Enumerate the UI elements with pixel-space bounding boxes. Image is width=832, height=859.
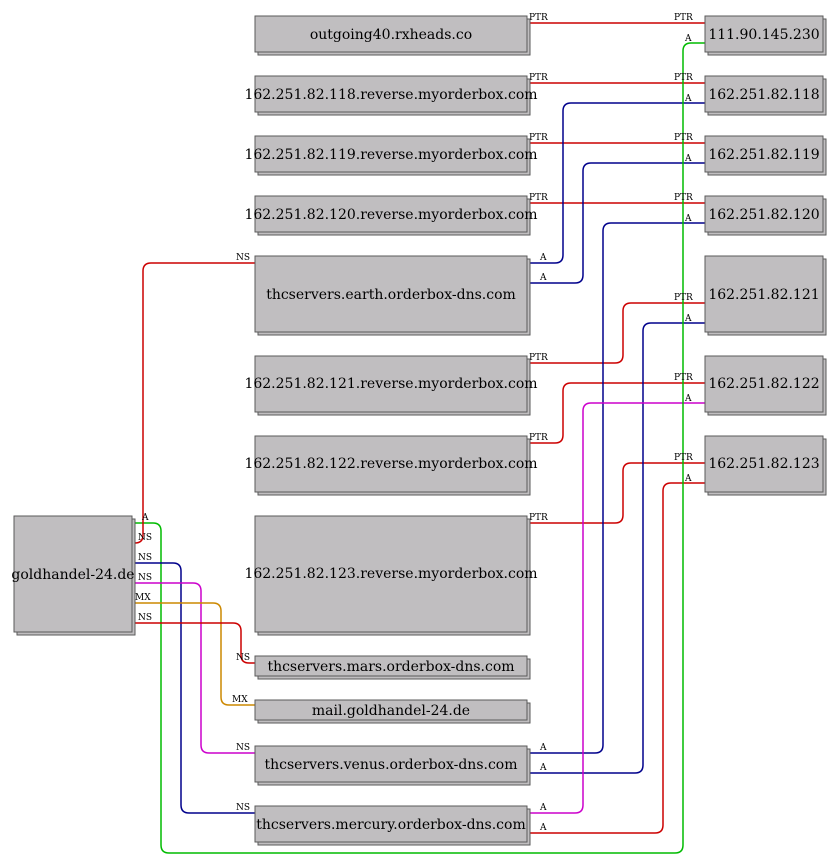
node-rev122[interactable]: 162.251.82.122.reverse.myorderbox.com — [244, 435, 538, 496]
label-ptr-rev120-dst: PTR — [674, 193, 693, 203]
label-ns-mars: NS — [236, 653, 250, 663]
node-rev119[interactable]: 162.251.82.119.reverse.myorderbox.com — [244, 135, 538, 176]
label-ptr-121-dst: PTR — [674, 293, 693, 303]
label-a-123: A — [684, 474, 692, 484]
svg-text:thcservers.earth.orderbox-dns.: thcservers.earth.orderbox-dns.com — [266, 287, 516, 303]
node-ip122[interactable]: 162.251.82.122 — [704, 355, 827, 416]
label-ptr-rev119-src: PTR — [529, 133, 548, 143]
node-ip119[interactable]: 162.251.82.119 — [704, 135, 827, 176]
label-a-120: A — [684, 214, 692, 224]
edge-a-goldhandel-230 — [133, 42, 705, 854]
edge-ptr-rev121 — [528, 302, 705, 364]
svg-text:162.251.82.119.reverse.myorder: 162.251.82.119.reverse.myorderbox.com — [244, 147, 537, 163]
svg-text:111.90.145.230: 111.90.145.230 — [708, 27, 819, 43]
label-ptr-rev122-src: PTR — [529, 433, 548, 443]
node-ip120[interactable]: 162.251.82.120 — [704, 195, 827, 236]
edge-a-earth-119 — [528, 162, 705, 284]
svg-text:goldhandel-24.de: goldhandel-24.de — [11, 567, 134, 583]
label-a-earth-1: A — [539, 253, 547, 263]
label-ptr-rev121-src: PTR — [529, 353, 548, 363]
edge-a-mercury-123 — [528, 482, 705, 834]
label-ns-goldhandel-2: NS — [138, 553, 152, 563]
svg-text:162.251.82.120.reverse.myorder: 162.251.82.120.reverse.myorderbox.com — [244, 207, 537, 223]
svg-text:mail.goldhandel-24.de: mail.goldhandel-24.de — [312, 703, 470, 719]
node-mars[interactable]: thcservers.mars.orderbox-dns.com — [254, 655, 531, 680]
node-mail[interactable]: mail.goldhandel-24.de — [254, 699, 531, 724]
label-ptr-123-dst: PTR — [674, 453, 693, 463]
node-rev123[interactable]: 162.251.82.123.reverse.myorderbox.com — [244, 515, 538, 636]
label-a-venus-1: A — [539, 743, 547, 753]
label-ptr-rev119-dst: PTR — [674, 133, 693, 143]
label-a-118: A — [684, 94, 692, 104]
label-ptr-rev120-src: PTR — [529, 193, 548, 203]
label-ns-goldhandel-3: NS — [138, 573, 152, 583]
node-ip230[interactable]: 111.90.145.230 — [704, 15, 827, 56]
svg-text:162.251.82.120: 162.251.82.120 — [708, 207, 819, 223]
label-ptr-rev118-dst: PTR — [674, 73, 693, 83]
svg-text:thcservers.mars.orderbox-dns.c: thcservers.mars.orderbox-dns.com — [267, 659, 514, 675]
svg-text:162.251.82.121: 162.251.82.121 — [708, 287, 819, 303]
node-rev118[interactable]: 162.251.82.118.reverse.myorderbox.com — [244, 75, 538, 116]
node-ip123[interactable]: 162.251.82.123 — [704, 435, 827, 496]
edge-ns-goldhandel-mars — [133, 622, 255, 664]
edge-a-venus-120 — [528, 222, 705, 754]
label-mx-goldhandel: MX — [135, 593, 151, 603]
label-ptr-122-dst: PTR — [674, 373, 693, 383]
label-ns-venus: NS — [236, 743, 250, 753]
label-a-122: A — [684, 394, 692, 404]
node-ip121[interactable]: 162.251.82.121 — [704, 255, 827, 336]
node-venus[interactable]: thcservers.venus.orderbox-dns.com — [254, 745, 531, 786]
label-ptr-rev123-src: PTR — [529, 513, 548, 523]
svg-text:162.251.82.118: 162.251.82.118 — [708, 87, 819, 103]
label-ns-goldhandel-1: NS — [138, 533, 152, 543]
node-goldhandel[interactable]: goldhandel-24.de — [11, 515, 136, 636]
edge-ptr-rev123 — [528, 462, 705, 524]
label-a-venus-2: A — [539, 763, 547, 773]
node-outgoing40[interactable]: outgoing40.rxheads.co — [254, 15, 531, 56]
label-a-230: A — [684, 34, 692, 44]
label-mx-mail: MX — [232, 695, 248, 705]
svg-text:162.251.82.122.reverse.myorder: 162.251.82.122.reverse.myorderbox.com — [244, 456, 537, 472]
node-mercury[interactable]: thcservers.mercury.orderbox-dns.com — [254, 805, 531, 846]
label-a-121: A — [684, 314, 692, 324]
svg-text:162.251.82.122: 162.251.82.122 — [708, 376, 819, 392]
label-ns-mercury: NS — [236, 803, 250, 813]
label-ptr-outgoing40-dst: PTR — [674, 13, 693, 23]
svg-text:thcservers.venus.orderbox-dns.: thcservers.venus.orderbox-dns.com — [264, 757, 517, 773]
edge-a-earth-118 — [528, 102, 705, 264]
svg-text:outgoing40.rxheads.co: outgoing40.rxheads.co — [310, 27, 472, 43]
svg-text:162.251.82.119: 162.251.82.119 — [708, 147, 819, 163]
label-a-mercury-1: A — [539, 803, 547, 813]
svg-text:162.251.82.123.reverse.myorder: 162.251.82.123.reverse.myorderbox.com — [244, 566, 537, 582]
svg-text:162.251.82.118.reverse.myorder: 162.251.82.118.reverse.myorderbox.com — [244, 87, 537, 103]
label-a-mercury-2: A — [539, 823, 547, 833]
svg-text:thcservers.mercury.orderbox-dn: thcservers.mercury.orderbox-dns.com — [256, 817, 525, 833]
edge-ns-goldhandel-earth — [133, 262, 255, 544]
label-ptr-rev118-src: PTR — [529, 73, 548, 83]
label-a-119: A — [684, 154, 692, 164]
label-ns-earth: NS — [236, 253, 250, 263]
node-rev121[interactable]: 162.251.82.121.reverse.myorderbox.com — [244, 355, 538, 416]
edge-a-mercury-122 — [528, 402, 705, 814]
edge-ns-goldhandel-venus — [133, 582, 255, 754]
svg-text:162.251.82.121.reverse.myorder: 162.251.82.121.reverse.myorderbox.com — [244, 376, 537, 392]
svg-text:162.251.82.123: 162.251.82.123 — [708, 456, 819, 472]
edge-ns-goldhandel-mercury — [133, 562, 255, 814]
node-rev120[interactable]: 162.251.82.120.reverse.myorderbox.com — [244, 195, 538, 236]
edge-mx-goldhandel-mail — [133, 602, 255, 706]
node-ip118[interactable]: 162.251.82.118 — [704, 75, 827, 116]
edge-a-venus-121 — [528, 322, 705, 774]
node-earth[interactable]: thcservers.earth.orderbox-dns.com — [254, 255, 531, 336]
label-a-earth-2: A — [539, 273, 547, 283]
label-ptr-outgoing40-src: PTR — [529, 13, 548, 23]
label-ns-goldhandel-4: NS — [138, 613, 152, 623]
label-a-goldhandel: A — [141, 513, 149, 523]
edge-ptr-rev122 — [528, 382, 705, 444]
